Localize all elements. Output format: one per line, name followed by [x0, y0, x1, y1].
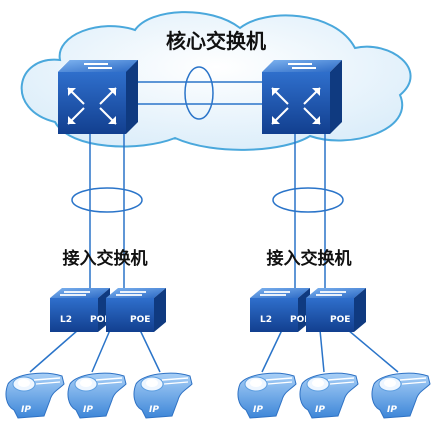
- port-tag: L2: [60, 315, 72, 325]
- port-tag: POE: [130, 315, 150, 325]
- port-tag: POE: [330, 315, 350, 325]
- phone-links: [29, 329, 399, 373]
- link-aggregation-ellipse: [71, 187, 143, 213]
- ip-phone-icon: IP: [371, 372, 431, 419]
- access-label-right: 接入交换机: [267, 248, 352, 269]
- access-switch-icon: POE: [306, 288, 366, 332]
- ip-tag: IP: [21, 405, 31, 415]
- core-switch-icon: [58, 60, 138, 134]
- ip-tag: IP: [253, 405, 263, 415]
- core-interlink: [138, 81, 262, 105]
- ip-tag: IP: [387, 405, 397, 415]
- ip-phone-icon: IP: [237, 372, 297, 419]
- port-tag: POE: [90, 315, 110, 325]
- access-switch-icon: L2 POE: [250, 288, 310, 332]
- port-tag: POE: [290, 315, 310, 325]
- uplink-lines: [89, 120, 326, 290]
- access-switch-icon: L2 POE: [50, 288, 110, 332]
- ip-phone-icon: IP: [5, 372, 65, 419]
- link-aggregation-ellipse: [184, 66, 214, 120]
- port-tag: L2: [260, 315, 272, 325]
- ip-phone-icon: IP: [133, 372, 193, 419]
- access-label-left: 接入交换机: [63, 248, 148, 269]
- ip-tag: IP: [83, 405, 93, 415]
- ip-phone-icon: IP: [299, 372, 359, 419]
- core-switch-icon: [262, 60, 342, 134]
- access-switch-icon: POE: [106, 288, 166, 332]
- ip-phone-icon: IP: [67, 372, 127, 419]
- link-aggregation-ellipse: [272, 187, 344, 213]
- ip-tag: IP: [315, 405, 325, 415]
- ip-tag: IP: [149, 405, 159, 415]
- core-title: 核心交换机: [166, 29, 266, 53]
